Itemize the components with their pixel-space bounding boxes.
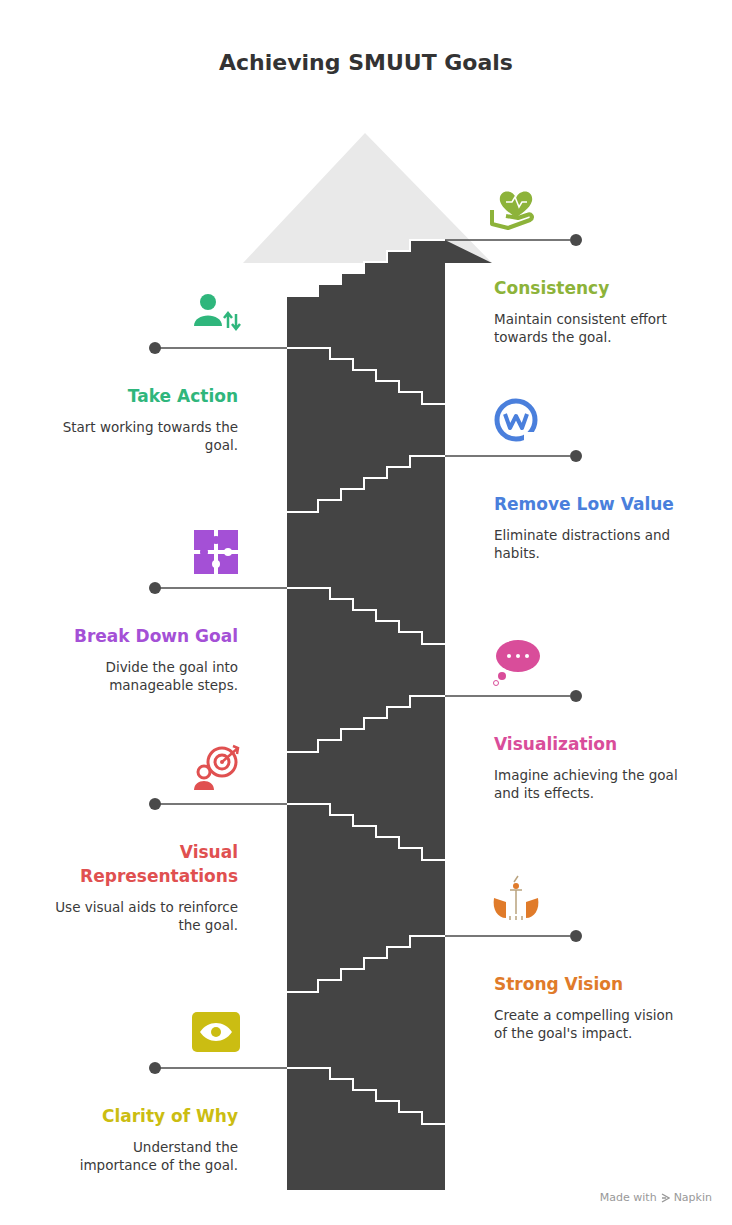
step-icon bbox=[194, 530, 238, 574]
step-description: Divide the goal into manageable steps. bbox=[53, 658, 238, 694]
leader-line bbox=[160, 803, 287, 805]
step-heading: Visualization bbox=[494, 732, 679, 756]
step-description: Maintain consistent effort towards the g… bbox=[494, 310, 679, 346]
leader-dot bbox=[149, 798, 161, 810]
leader-line bbox=[160, 347, 287, 349]
leader-dot bbox=[570, 450, 582, 462]
stair-steps bbox=[287, 804, 445, 860]
step-label: ConsistencyMaintain consistent effort to… bbox=[494, 276, 679, 346]
staircase-column bbox=[287, 240, 492, 1190]
step-icon bbox=[494, 640, 541, 686]
step-heading: Clarity of Why bbox=[53, 1104, 238, 1128]
arrow-head bbox=[243, 133, 492, 263]
napkin-logo bbox=[661, 1193, 670, 1203]
stair-steps bbox=[287, 936, 445, 992]
step-description: Start working towards the goal. bbox=[53, 418, 238, 454]
step-description: Eliminate distractions and habits. bbox=[494, 526, 679, 562]
watermark-text: Napkin bbox=[674, 1191, 712, 1204]
stair-steps bbox=[287, 348, 445, 404]
watermark: Made with Napkin bbox=[600, 1191, 712, 1204]
step-heading: Take Action bbox=[53, 384, 238, 408]
step-label: Clarity of WhyUnderstand the importance … bbox=[53, 1104, 238, 1174]
leader-line bbox=[445, 935, 570, 937]
step-icon bbox=[492, 192, 532, 228]
watermark-text: Made with bbox=[600, 1191, 657, 1204]
step-label: Remove Low ValueEliminate distractions a… bbox=[494, 492, 679, 562]
leader-line bbox=[160, 1067, 287, 1069]
step-heading: Strong Vision bbox=[494, 972, 679, 996]
leader-line bbox=[160, 587, 287, 589]
leader-dot bbox=[149, 342, 161, 354]
stair-steps bbox=[287, 696, 445, 752]
step-label: Visual RepresentationsUse visual aids to… bbox=[53, 840, 238, 934]
step-description: Imagine achieving the goal and its effec… bbox=[494, 766, 679, 802]
step-label: Take ActionStart working towards the goa… bbox=[53, 384, 238, 454]
step-description: Understand the importance of the goal. bbox=[53, 1138, 238, 1174]
step-label: Strong VisionCreate a compelling vision … bbox=[494, 972, 679, 1042]
leader-dot bbox=[149, 1062, 161, 1074]
step-icon bbox=[494, 876, 539, 920]
step-icon bbox=[497, 401, 536, 442]
stair-steps bbox=[287, 588, 445, 644]
step-description: Create a compelling vision of the goal's… bbox=[494, 1006, 679, 1042]
step-icon bbox=[194, 746, 238, 790]
step-label: Break Down GoalDivide the goal into mana… bbox=[53, 624, 238, 694]
leader-line bbox=[445, 695, 570, 697]
step-description: Use visual aids to reinforce the goal. bbox=[53, 898, 238, 934]
leader-dot bbox=[570, 234, 582, 246]
leader-line bbox=[445, 455, 570, 457]
step-icon bbox=[192, 1012, 240, 1052]
leader-dot bbox=[149, 582, 161, 594]
stair-steps bbox=[287, 240, 445, 296]
step-heading: Consistency bbox=[494, 276, 679, 300]
stair-steps bbox=[287, 1068, 445, 1124]
step-heading: Visual Representations bbox=[53, 840, 238, 888]
step-heading: Remove Low Value bbox=[494, 492, 679, 516]
diagram-title: Achieving SMUUT Goals bbox=[0, 50, 732, 75]
step-heading: Break Down Goal bbox=[53, 624, 238, 648]
stair-steps bbox=[287, 456, 445, 512]
step-label: VisualizationImagine achieving the goal … bbox=[494, 732, 679, 802]
leader-dot bbox=[570, 690, 582, 702]
leader-line bbox=[445, 239, 570, 241]
leader-dot bbox=[570, 930, 582, 942]
step-icon bbox=[194, 294, 240, 329]
